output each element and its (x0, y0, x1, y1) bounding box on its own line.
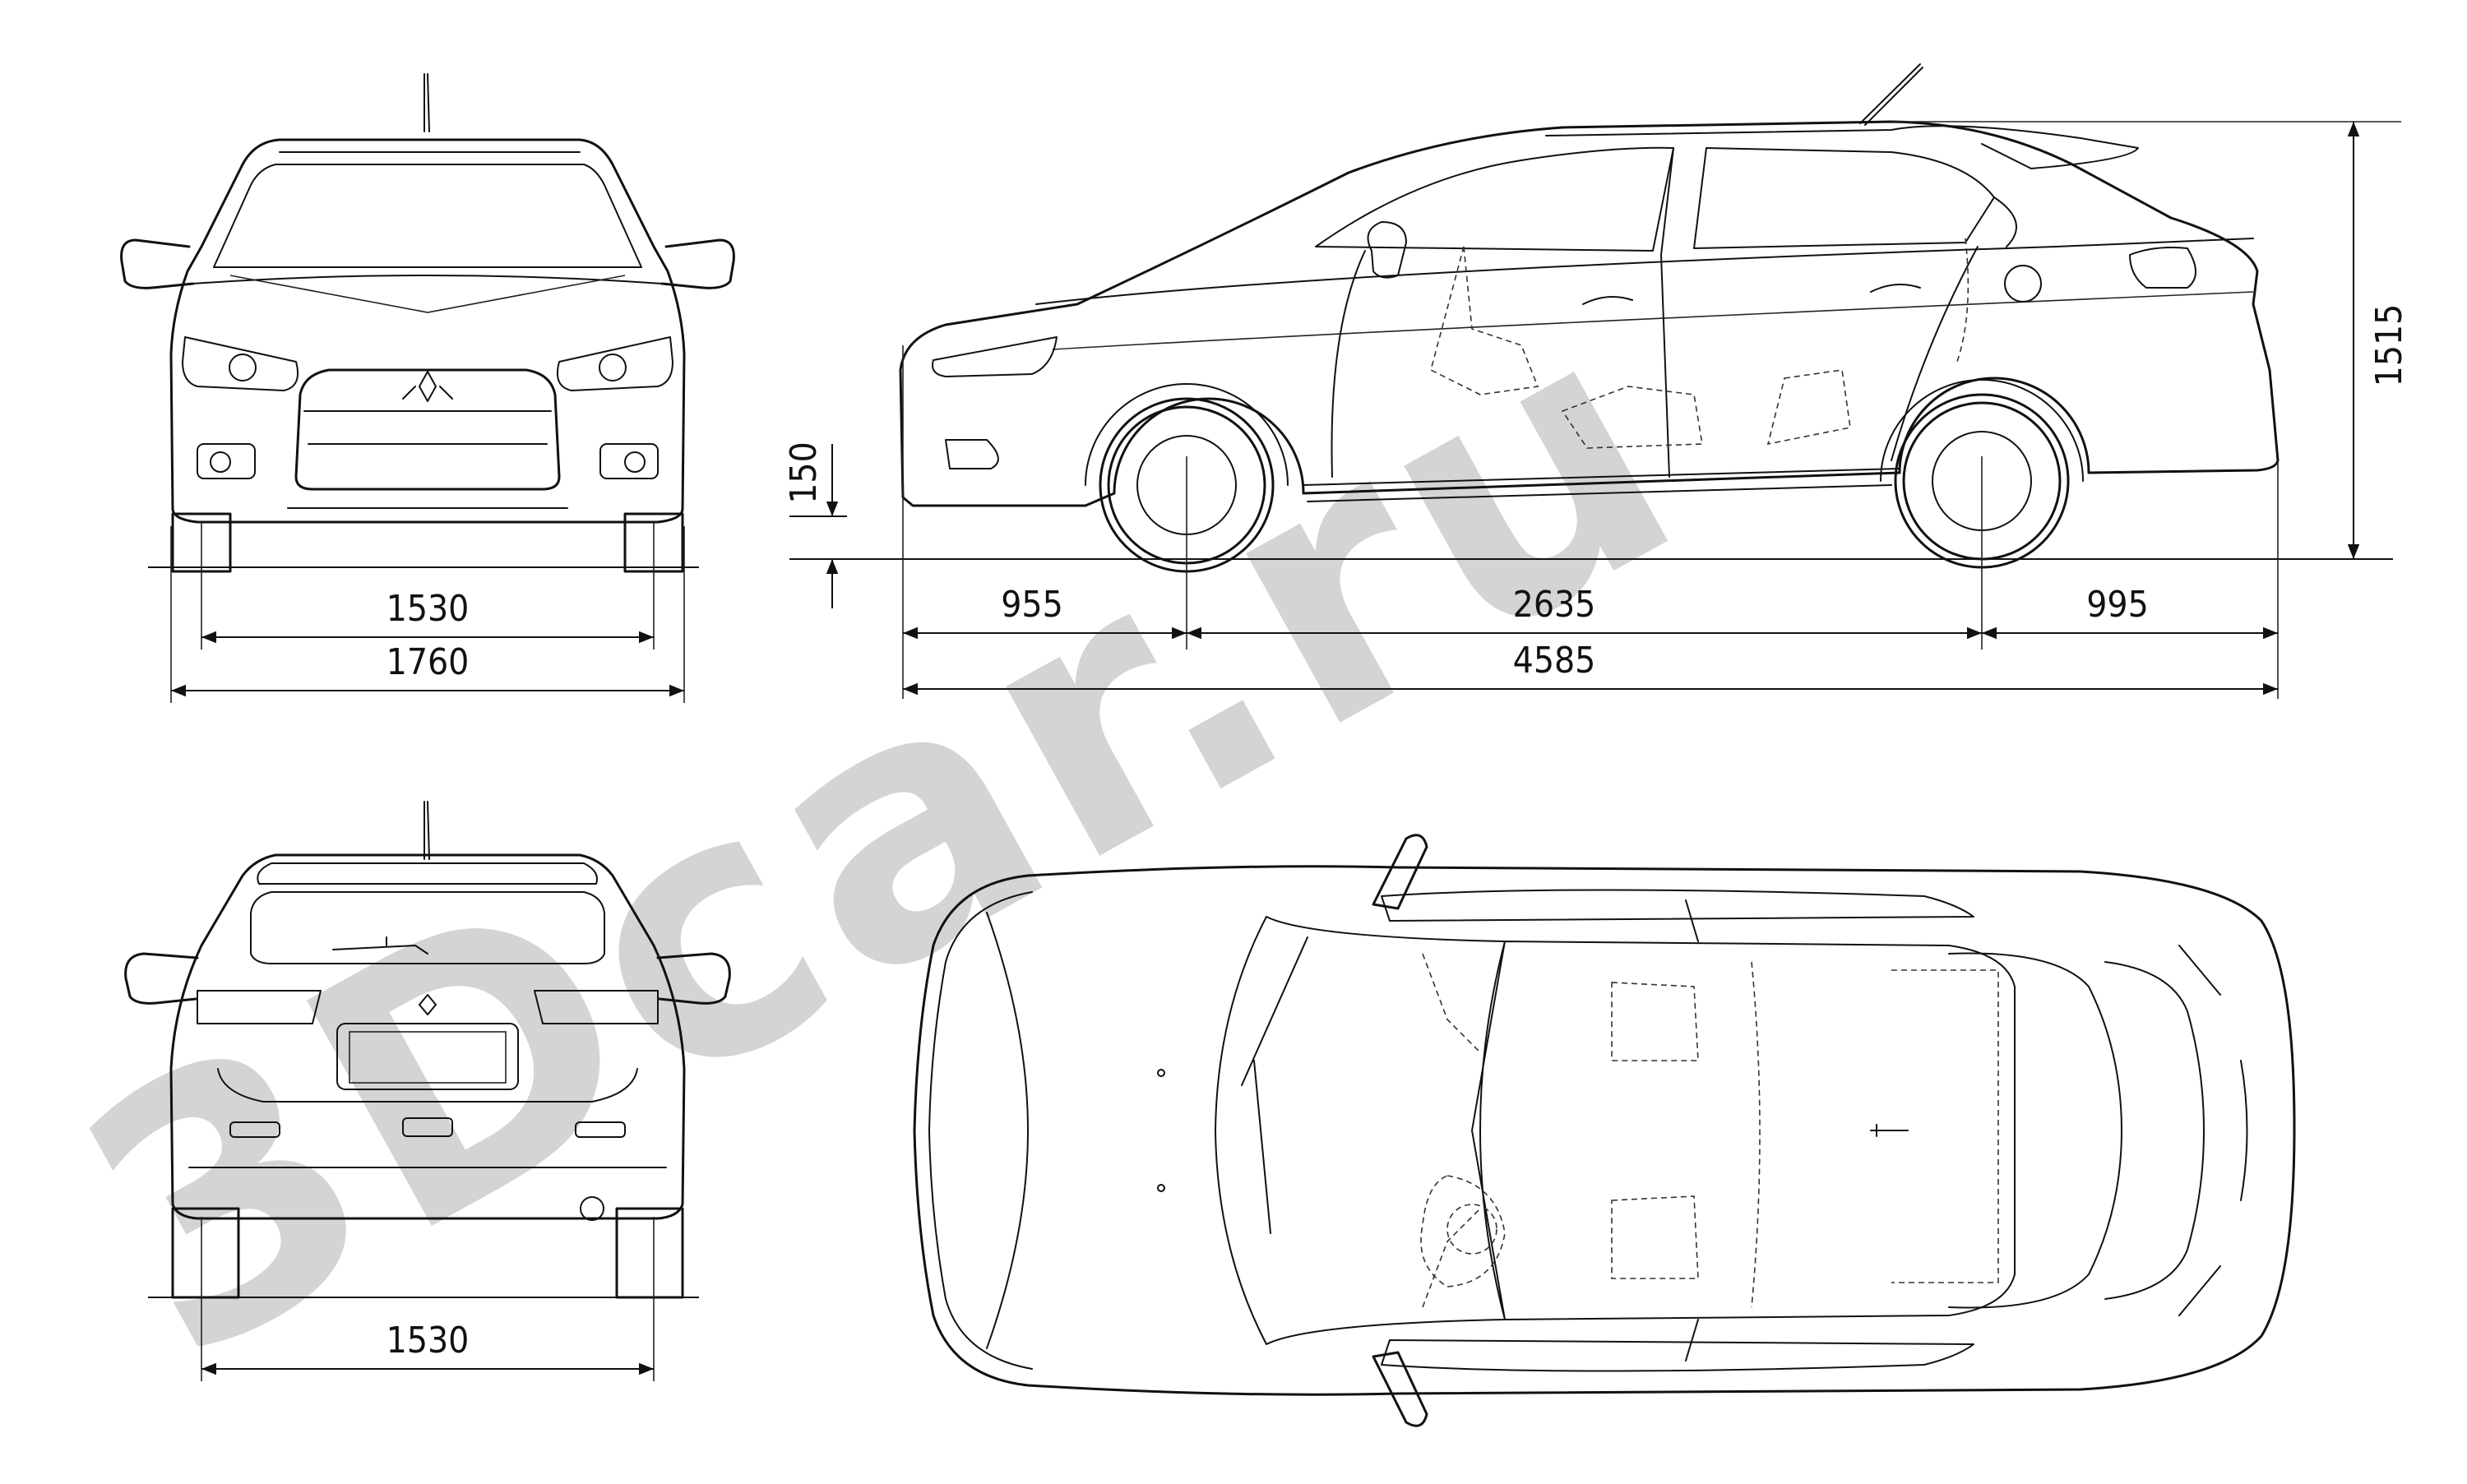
rear-taillight-right (534, 990, 659, 1024)
watermark-text: 3Dcar.ru (22, 236, 1742, 1438)
top-view (913, 834, 2296, 1427)
side-interior-dashed (1430, 238, 1969, 449)
rear-overhang-label: 995 (2086, 584, 2149, 626)
top-wipers (1241, 936, 1308, 1234)
rear-mirror-left (124, 952, 199, 1005)
overall-height-label: 1515 (2368, 304, 2410, 387)
side-rear-window (1693, 147, 1995, 249)
top-steering-wheel (1446, 1204, 1497, 1255)
overall-length-label: 4585 (1513, 640, 1596, 682)
rear-mirror-right (656, 952, 731, 1005)
rear-view: 1530 (124, 801, 731, 1381)
rear-body-outline (169, 853, 686, 1220)
front-foglight-left (197, 443, 256, 479)
front-headlight-right (556, 336, 673, 391)
rear-license-plate (336, 1023, 519, 1090)
side-rear-door-handle (1870, 284, 1921, 293)
side-mirror (1367, 221, 1407, 279)
front-body-outline (169, 138, 686, 524)
wheelbase-label: 2635 (1513, 584, 1596, 626)
front-grille (294, 368, 561, 491)
front-track-width-label: 1530 (386, 588, 470, 630)
rear-exhaust (580, 1196, 604, 1221)
front-overall-width-label: 1760 (386, 641, 470, 683)
ground-clearance-label: 150 (783, 442, 825, 504)
top-rear-hatch (1948, 952, 2122, 1309)
side-body-outline (899, 120, 2280, 507)
side-front-window (1315, 146, 1674, 252)
side-taillight (2129, 247, 2196, 289)
top-mirror-left (1372, 834, 1428, 910)
rear-tyre-right (615, 1207, 684, 1299)
front-antenna (424, 73, 430, 132)
side-headlight (932, 336, 1058, 377)
side-front-door-handle (1582, 296, 1633, 305)
top-mirror-right (1372, 1351, 1428, 1427)
watermark: 3Dcar.ru (22, 236, 1742, 1438)
front-logo (402, 371, 453, 402)
top-roof (1479, 941, 2016, 1320)
top-right-side-windows (1381, 1339, 1974, 1372)
front-headlight-left (182, 336, 299, 391)
rear-spoiler (257, 862, 598, 885)
front-mirror-right (660, 238, 735, 289)
rear-wiper (332, 936, 428, 955)
rear-logo (419, 994, 437, 1015)
front-foglight-right (599, 443, 659, 479)
side-view: 955 2635 995 4585 1515 150 (783, 63, 2410, 699)
side-antenna (1859, 63, 1923, 126)
front-windshield (213, 164, 642, 268)
top-interior-dashed (1420, 953, 1999, 1308)
rear-window (250, 891, 605, 964)
side-roof-spoiler (1545, 125, 2139, 169)
side-fuel-door (2004, 265, 2042, 303)
front-overhang-label: 955 (1001, 584, 1063, 626)
rear-taillight-left (197, 990, 322, 1024)
rear-tyre-left (171, 1207, 240, 1299)
top-antenna (1870, 1124, 1909, 1137)
top-left-side-windows (1381, 889, 1974, 922)
top-body-outline (913, 865, 2296, 1396)
front-view: 1530 1760 (120, 73, 735, 703)
rear-antenna (424, 801, 430, 860)
top-windshield (1215, 916, 1506, 1345)
rear-track-width-label: 1530 (386, 1320, 470, 1361)
front-mirror-left (120, 238, 195, 289)
